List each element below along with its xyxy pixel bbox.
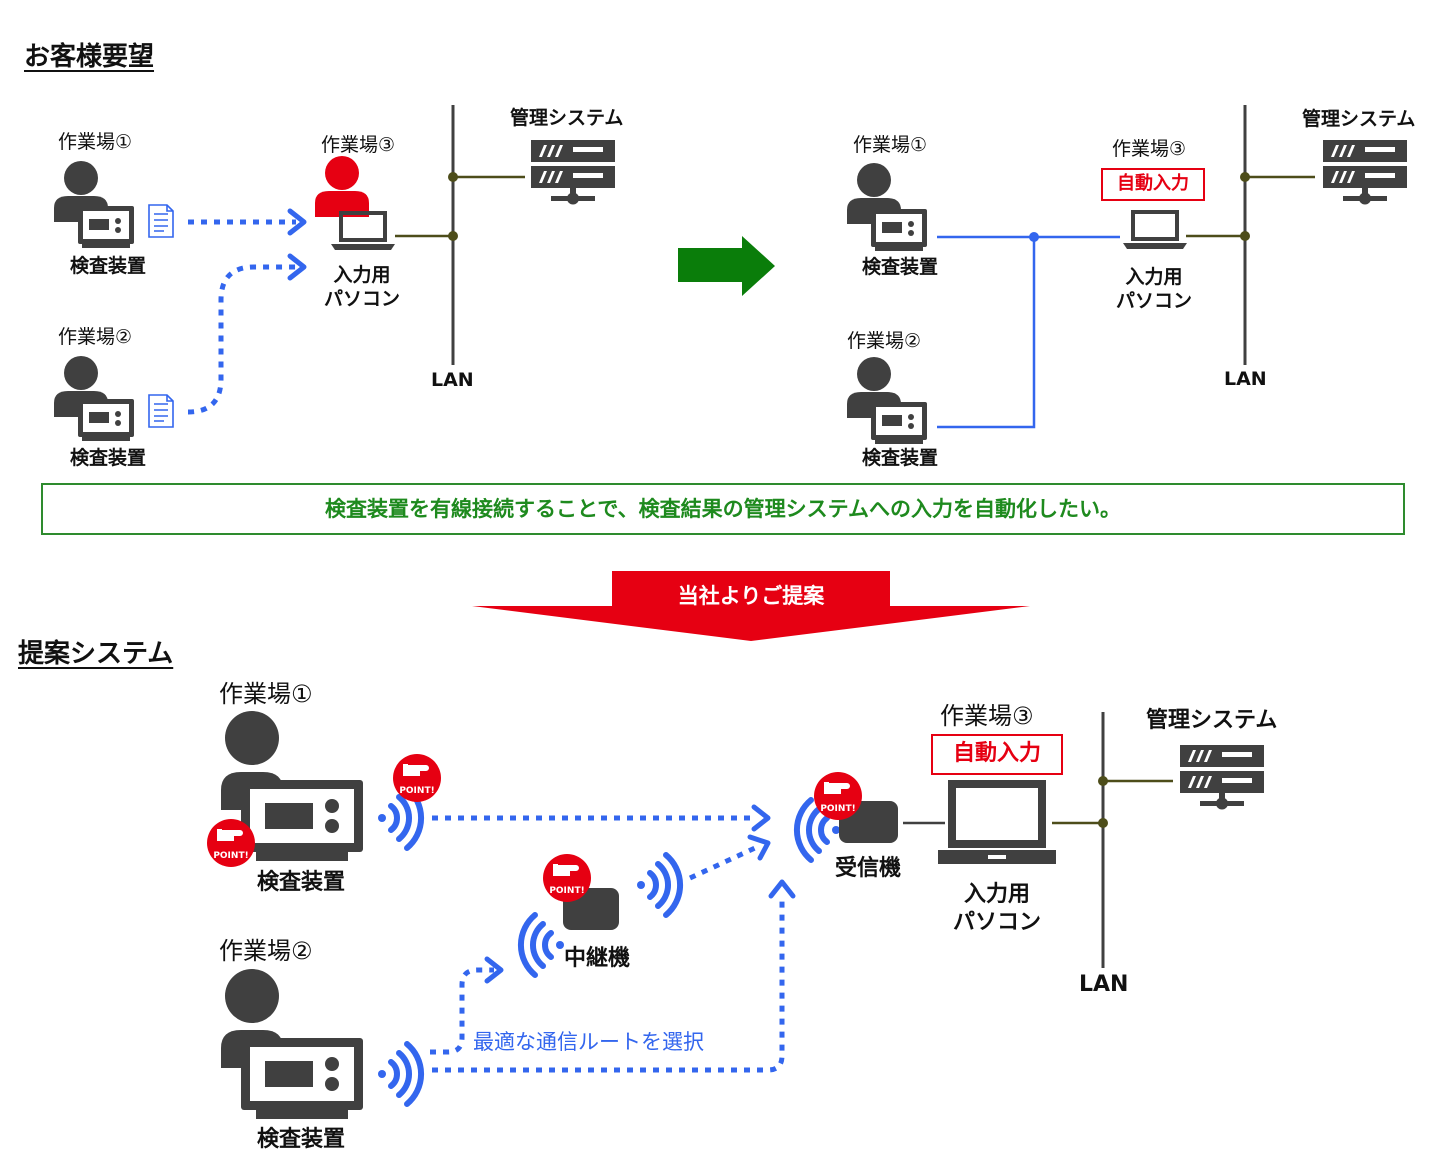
inspection-device-icon: [78, 399, 134, 441]
wired-connection: [937, 235, 1120, 429]
server-icon: [1323, 140, 1407, 205]
inspection-device-icon: [871, 402, 927, 444]
device-label: 検査装置: [256, 1127, 346, 1152]
auto-input-badge: 自動入力: [931, 734, 1063, 775]
point-badge-label: POINT!: [820, 804, 855, 814]
proposed-system-diagram: POINT! POINT! POINT! POINT!: [207, 711, 1264, 1119]
wireless-signal-icon: [378, 1044, 421, 1104]
site-label: 作業場①: [219, 680, 313, 708]
wireless-signal-icon: [521, 915, 564, 975]
site-label: 作業場②: [847, 330, 922, 352]
device-label: 検査装置: [69, 255, 147, 277]
pc-label: 入力用: [963, 882, 1031, 907]
server-icon: [1180, 745, 1264, 810]
device-label: 検査装置: [861, 447, 939, 469]
section-heading-request: お客様要望: [24, 42, 155, 72]
transition-arrow: [678, 236, 775, 296]
site-label: 作業場③: [1112, 138, 1187, 160]
pc-label: パソコン: [952, 910, 1042, 935]
inspection-device-icon: [241, 1038, 363, 1119]
device-label: 検査装置: [256, 870, 346, 895]
device-label: 検査装置: [69, 447, 147, 469]
wireless-signal-icon: [637, 855, 680, 915]
inspection-device-icon: [871, 209, 927, 251]
current-state-diagram: [54, 105, 615, 441]
repeater-label: 中継機: [563, 946, 631, 971]
system-label: 管理システム: [510, 107, 624, 129]
site-label: 作業場①: [853, 134, 928, 156]
site-label: 作業場①: [58, 131, 133, 153]
point-badge-label: POINT!: [399, 786, 434, 796]
operator-icon: [315, 156, 369, 217]
document-icon: [148, 394, 174, 428]
receiver-label: 受信機: [834, 856, 902, 881]
site-label: 作業場③: [321, 134, 396, 156]
pc-label: 入力用: [333, 264, 391, 286]
point-badge-label: POINT!: [549, 886, 584, 896]
document-icon: [148, 204, 174, 238]
auto-input-badge: 自動入力: [1101, 168, 1205, 201]
system-label: 管理システム: [1146, 708, 1278, 733]
site-label: 作業場②: [58, 326, 133, 348]
device-label: 検査装置: [861, 256, 939, 278]
inspection-device-icon: [78, 206, 134, 248]
inspection-device-icon: [241, 780, 363, 861]
pc-label: パソコン: [323, 288, 401, 310]
request-statement: 検査装置を有線接続することで、検査結果の管理システムへの入力を自動化したい。: [41, 483, 1405, 535]
manual-transfer-arrow: [187, 219, 296, 415]
laptop-icon: [1123, 210, 1187, 249]
pc-label: 入力用: [1125, 266, 1183, 288]
laptop-icon: [938, 780, 1056, 864]
point-badge-label: POINT!: [213, 851, 248, 861]
lan-label: LAN: [431, 369, 474, 391]
section-heading-proposal: 提案システム: [18, 639, 174, 669]
proposal-arrow: [472, 571, 1030, 641]
server-icon: [531, 140, 615, 205]
lan-label: LAN: [1079, 972, 1129, 997]
lan-label: LAN: [1224, 368, 1267, 390]
pc-label: パソコン: [1115, 290, 1193, 312]
wireless-route: [430, 815, 785, 1073]
system-label: 管理システム: [1302, 108, 1416, 130]
desired-state-diagram: [847, 105, 1407, 444]
proposal-banner-label: 当社よりご提案: [677, 584, 825, 608]
site-label: 作業場②: [219, 937, 313, 965]
route-caption: 最適な通信ルートを選択: [473, 1030, 704, 1054]
site-label: 作業場③: [940, 702, 1034, 730]
